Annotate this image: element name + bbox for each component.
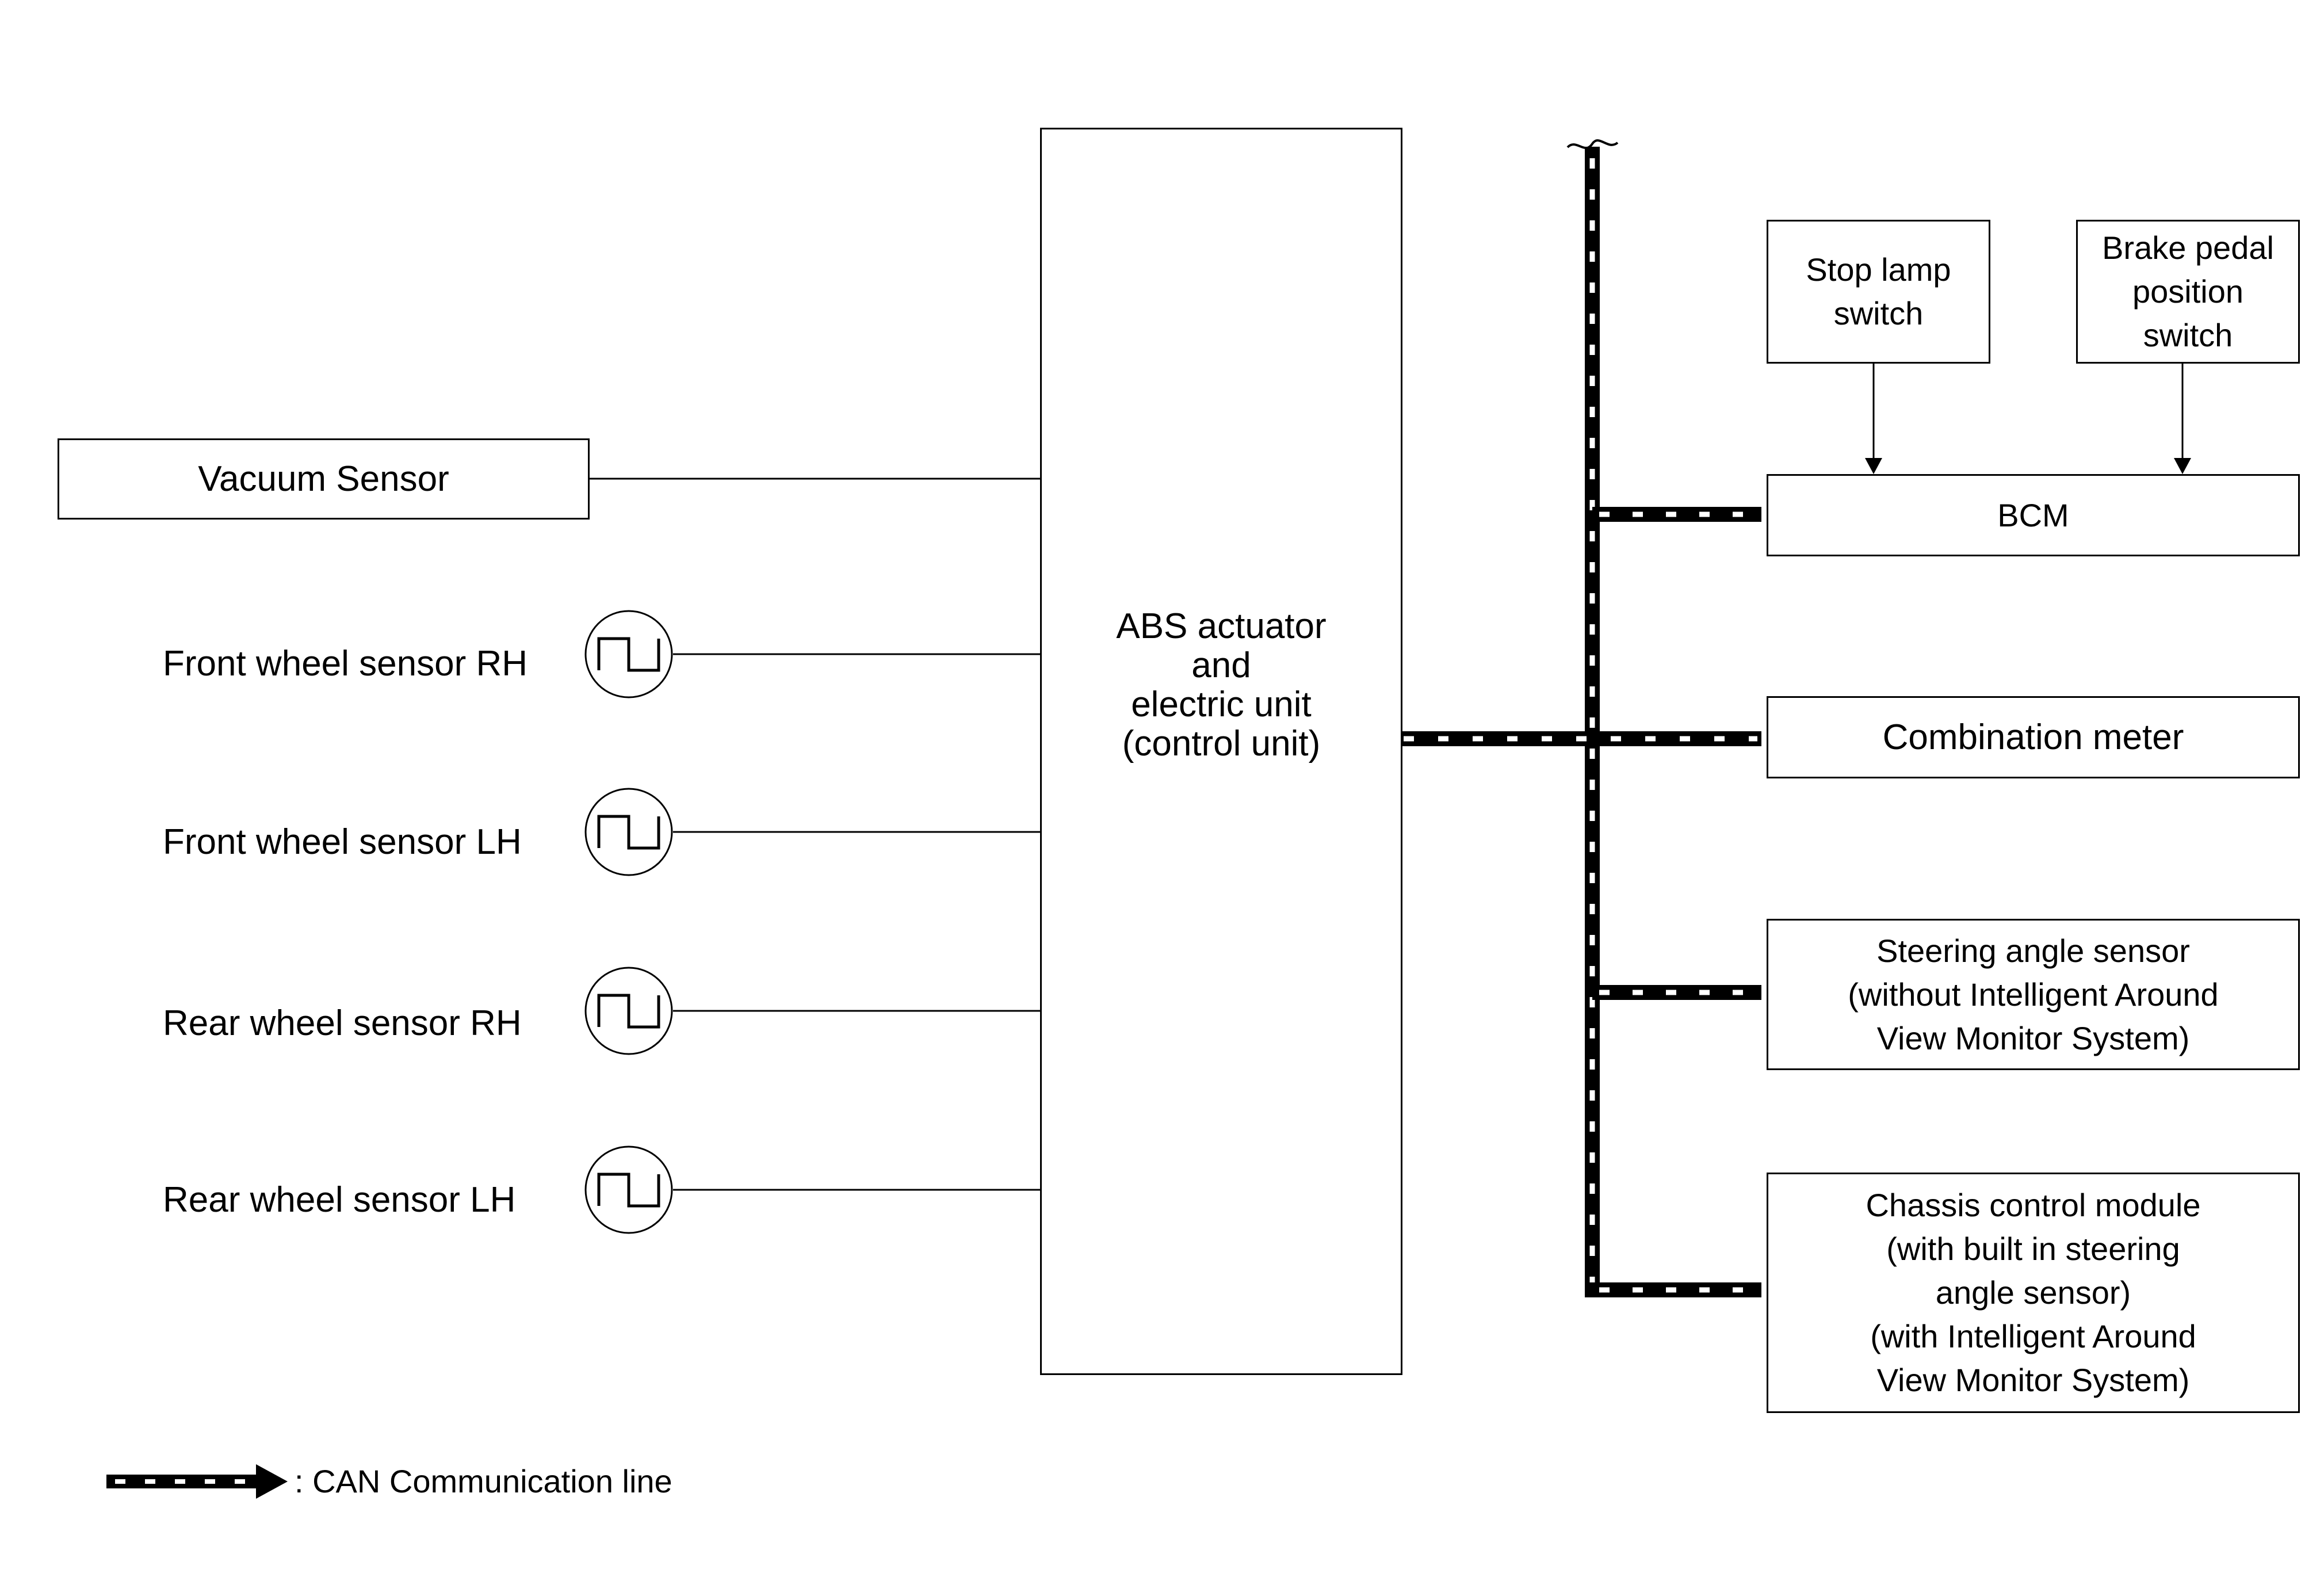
legend-can-sample <box>106 1464 288 1499</box>
stop-lamp-label-line-1: Stop lamp <box>1806 251 1951 288</box>
chassis-control-module-box: Chassis control module (with built in st… <box>1767 1173 2300 1413</box>
rear-wheel-sensor-rh-label: Rear wheel sensor RH <box>163 1003 522 1043</box>
abs-actuator-unit-box: ABS actuator and electric unit (control … <box>1040 128 1402 1375</box>
bcm-label: BCM <box>1997 497 2069 533</box>
brake-pedal-label-line-2: position <box>2132 273 2244 310</box>
combination-meter-label: Combination meter <box>1882 717 2184 757</box>
combination-meter-box: Combination meter <box>1767 696 2300 778</box>
steering-label-line-2: (without Intelligent Around <box>1848 976 2219 1013</box>
can-bus <box>1398 139 1761 1297</box>
brake-pedal-arrowhead <box>2174 458 2191 474</box>
rear-rh-sensor-icon <box>584 967 673 1055</box>
abs-unit-label-line-1: ABS actuator <box>1116 606 1327 646</box>
front-wheel-sensor-lh-label: Front wheel sensor LH <box>163 822 522 862</box>
chassis-label-line-4: (with Intelligent Around <box>1870 1318 2196 1354</box>
chassis-label-line-3: angle sensor) <box>1935 1274 2131 1311</box>
vacuum-sensor-box: Vacuum Sensor <box>58 438 590 520</box>
brake-pedal-label-line-1: Brake pedal <box>2102 230 2274 266</box>
steering-label-line-1: Steering angle sensor <box>1876 932 2190 969</box>
can-bus-continuation-mark <box>1566 139 1619 149</box>
brake-pedal-label-line-3: switch <box>2143 317 2233 353</box>
chassis-label-line-1: Chassis control module <box>1866 1187 2201 1223</box>
abs-unit-label-line-3: electric unit <box>1131 685 1312 724</box>
vacuum-sensor-label: Vacuum Sensor <box>198 459 449 499</box>
front-rh-sensor-icon <box>584 610 673 698</box>
chassis-label-line-2: (with built in steering <box>1886 1231 2180 1267</box>
front-lh-sensor-icon <box>584 788 673 876</box>
rear-wheel-sensor-lh-label: Rear wheel sensor LH <box>163 1180 516 1220</box>
rear-lh-sensor-icon <box>584 1145 673 1234</box>
steering-label-line-3: View Monitor System) <box>1876 1019 2190 1056</box>
stop-lamp-arrowhead <box>1865 458 1882 474</box>
chassis-label-line-5: View Monitor System) <box>1876 1362 2190 1398</box>
abs-unit-label-line-2: and <box>1191 646 1251 685</box>
abs-unit-label-line-4: (control unit) <box>1122 724 1321 763</box>
stop-lamp-switch-box: Stop lamp switch <box>1767 220 1990 364</box>
stop-lamp-label-line-2: switch <box>1833 295 1924 331</box>
bcm-box: BCM <box>1767 474 2300 556</box>
front-wheel-sensor-rh-label: Front wheel sensor RH <box>163 644 528 684</box>
legend-can-label: : CAN Communication line <box>295 1463 672 1499</box>
brake-pedal-position-switch-box: Brake pedal position switch <box>2076 220 2300 364</box>
steering-angle-sensor-box: Steering angle sensor (without Intellige… <box>1767 919 2300 1070</box>
